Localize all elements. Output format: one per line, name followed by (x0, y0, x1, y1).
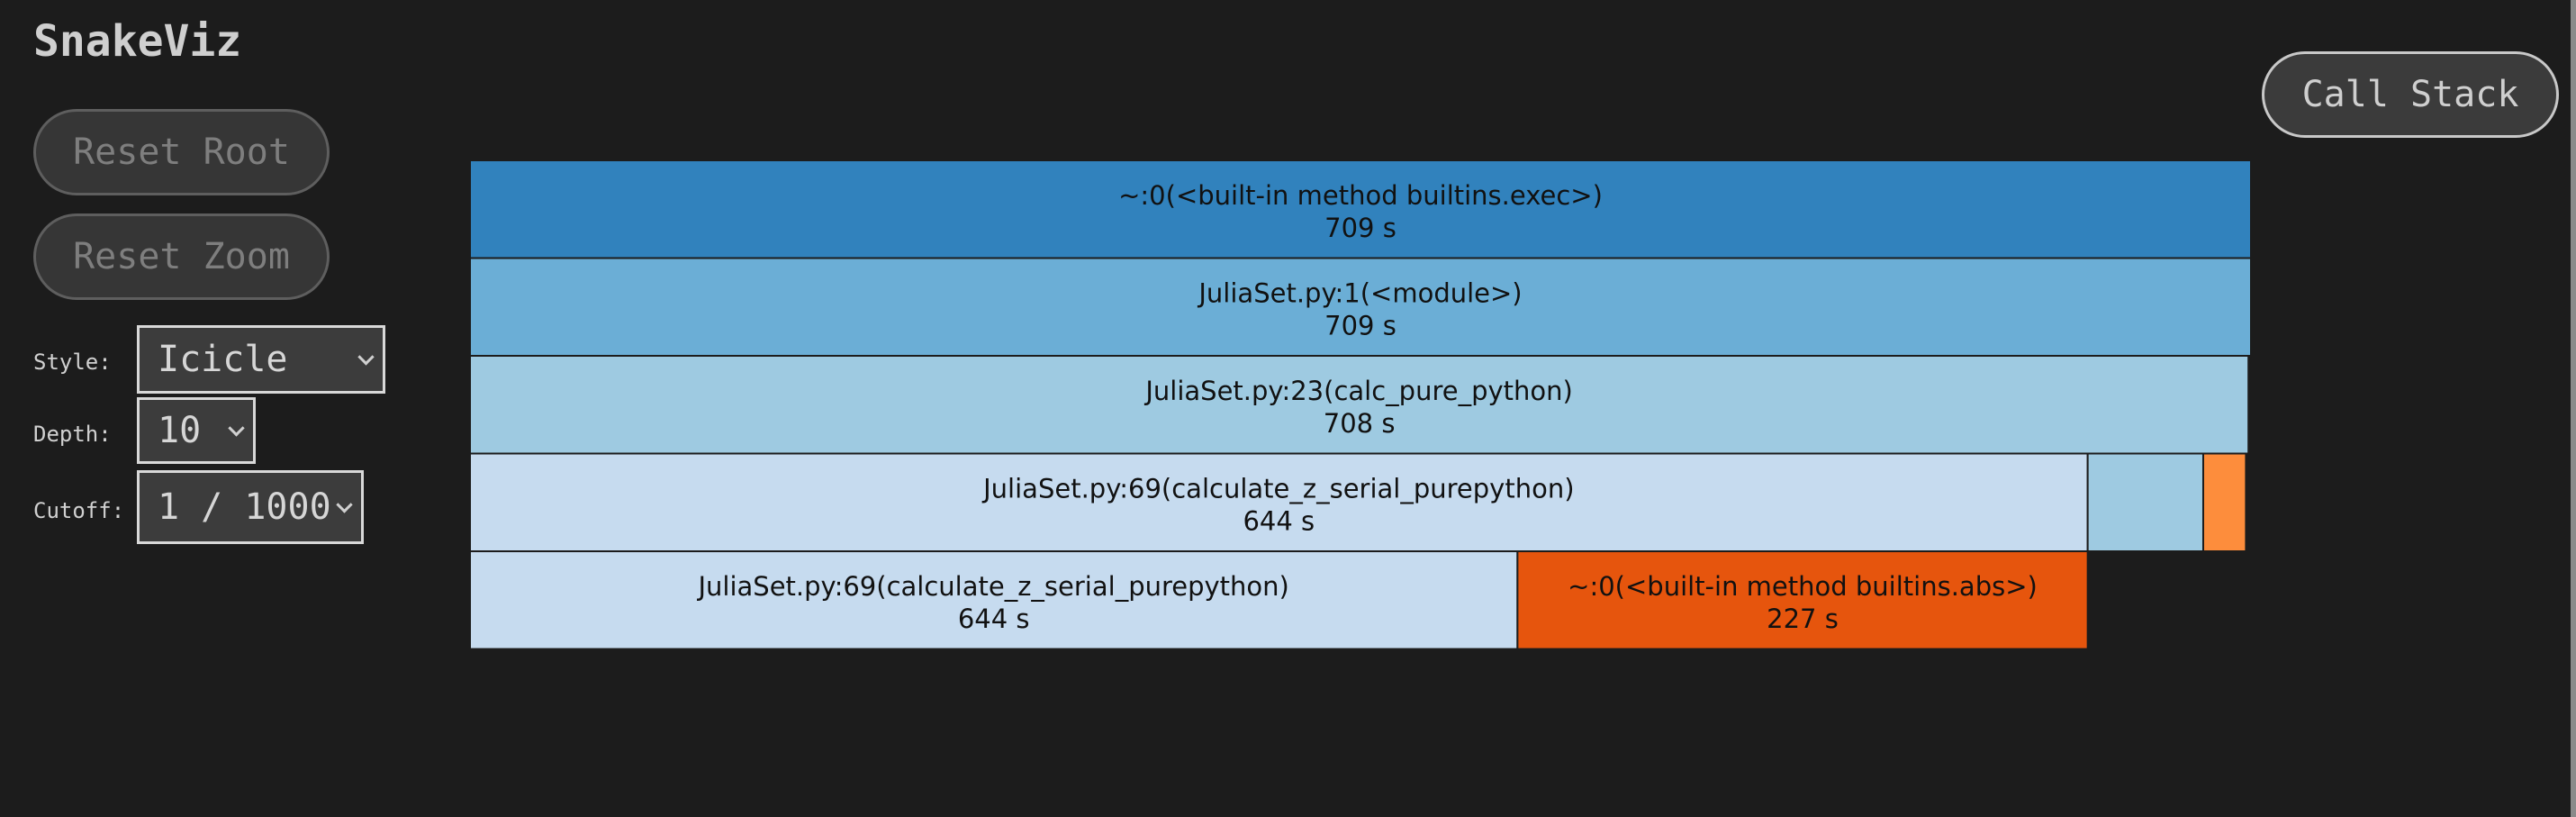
icicle-node-n3c[interactable] (2201, 452, 2247, 552)
style-select-value: Icicle (158, 339, 288, 380)
icicle-node-time: 644 s (1243, 506, 1315, 537)
icicle-node-time: 227 s (1767, 604, 1839, 634)
icicle-node-n2[interactable]: JuliaSet.py:23(calc_pure_python)708 s (469, 355, 2250, 455)
icicle-rect[interactable] (469, 452, 2089, 552)
icicle-node-n4[interactable]: JuliaSet.py:69(calculate_z_serial_purepy… (469, 550, 1519, 650)
scrollbar[interactable] (2571, 0, 2576, 817)
depth-select-value: 10 (158, 410, 202, 451)
icicle-node-label: ~:0(<built-in method builtins.exec>) (1118, 180, 1603, 211)
icicle-node-label: JuliaSet.py:69(calculate_z_serial_purepy… (696, 571, 1288, 602)
call-stack-button[interactable]: Call Stack (2262, 51, 2559, 138)
icicle-node-time: 644 s (958, 604, 1030, 634)
icicle-rect[interactable] (469, 355, 2250, 455)
icicle-rect[interactable] (2086, 452, 2204, 552)
icicle-rect[interactable] (1516, 550, 2089, 650)
cutoff-label: Cutoff: (33, 498, 125, 523)
icicle-rect[interactable] (469, 257, 2252, 357)
icicle-node-n4b[interactable]: ~:0(<built-in method builtins.abs>)227 s (1516, 550, 2089, 650)
icicle-rect[interactable] (2201, 452, 2247, 552)
depth-select[interactable]: 10 (137, 397, 256, 464)
icicle-node-label: ~:0(<built-in method builtins.abs>) (1568, 571, 2038, 602)
icicle-node-time: 709 s (1324, 213, 1396, 243)
icicle-node-n3b[interactable] (2086, 452, 2204, 552)
icicle-node-time: 708 s (1324, 408, 1396, 439)
icicle-node-n0[interactable]: ~:0(<built-in method builtins.exec>)709 … (469, 159, 2252, 259)
icicle-node-time: 709 s (1324, 311, 1396, 341)
depth-label: Depth: (33, 422, 112, 447)
icicle-node-label: JuliaSet.py:1(<module>) (1197, 278, 1522, 309)
cutoff-select-value: 1 / 1000 (158, 486, 331, 528)
reset-zoom-button[interactable]: Reset Zoom (33, 213, 330, 300)
app-title: SnakeViz (33, 16, 242, 67)
icicle-node-n3[interactable]: JuliaSet.py:69(calculate_z_serial_purepy… (469, 452, 2089, 552)
style-label: Style: (33, 349, 112, 375)
style-select[interactable]: Icicle (137, 325, 385, 394)
cutoff-select[interactable]: 1 / 1000 (137, 470, 364, 544)
icicle-node-label: JuliaSet.py:69(calculate_z_serial_purepy… (981, 474, 1574, 504)
icicle-node-label: JuliaSet.py:23(calc_pure_python) (1143, 376, 1573, 406)
icicle-node-n1[interactable]: JuliaSet.py:1(<module>)709 s (469, 257, 2252, 357)
reset-root-button[interactable]: Reset Root (33, 109, 330, 195)
